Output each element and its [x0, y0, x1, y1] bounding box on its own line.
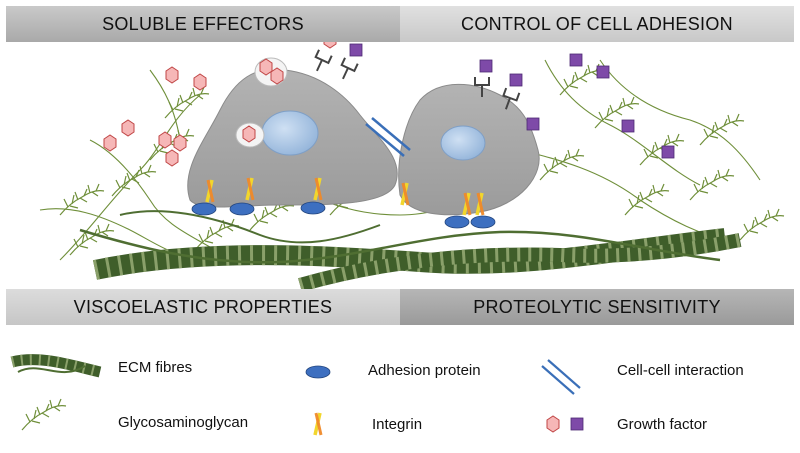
banner-soluble-effectors: SOLUBLE EFFECTORS [6, 6, 400, 42]
banner-control-of-cell-adhesion: CONTROL OF CELL ADHESION [400, 6, 794, 42]
ecm-fibres [79, 210, 742, 292]
nucleus-right [440, 125, 486, 161]
legend-label-glycosaminoglycan: Glycosaminoglycan [118, 414, 249, 431]
nucleus-left [261, 110, 319, 156]
legend-adhesion-protein-icon [305, 365, 331, 379]
legend-label-adhesion-protein: Adhesion protein [368, 362, 481, 379]
legend-label-cell-cell-interaction: Cell-cell interaction [617, 362, 744, 379]
legend-ecm-fibres-icon [10, 354, 102, 378]
cell-cell-interaction [365, 117, 411, 157]
legend-cell-cell-icon [541, 359, 581, 395]
banner-proteolytic-sensitivity: PROTEOLYTIC SENSITIVITY [400, 289, 794, 325]
banner-viscoelastic-properties: VISCOELASTIC PROPERTIES [6, 289, 400, 325]
legend-glycosaminoglycan-icon [21, 398, 67, 431]
legend-label-integrin: Integrin [372, 416, 423, 433]
legend-integrin-icon [313, 411, 323, 437]
legend-label-growth-factor: Growth factor [617, 416, 708, 433]
legend-label-ecm-fibres: ECM fibres [118, 359, 193, 376]
legend-growth-factor-icon [546, 415, 584, 433]
